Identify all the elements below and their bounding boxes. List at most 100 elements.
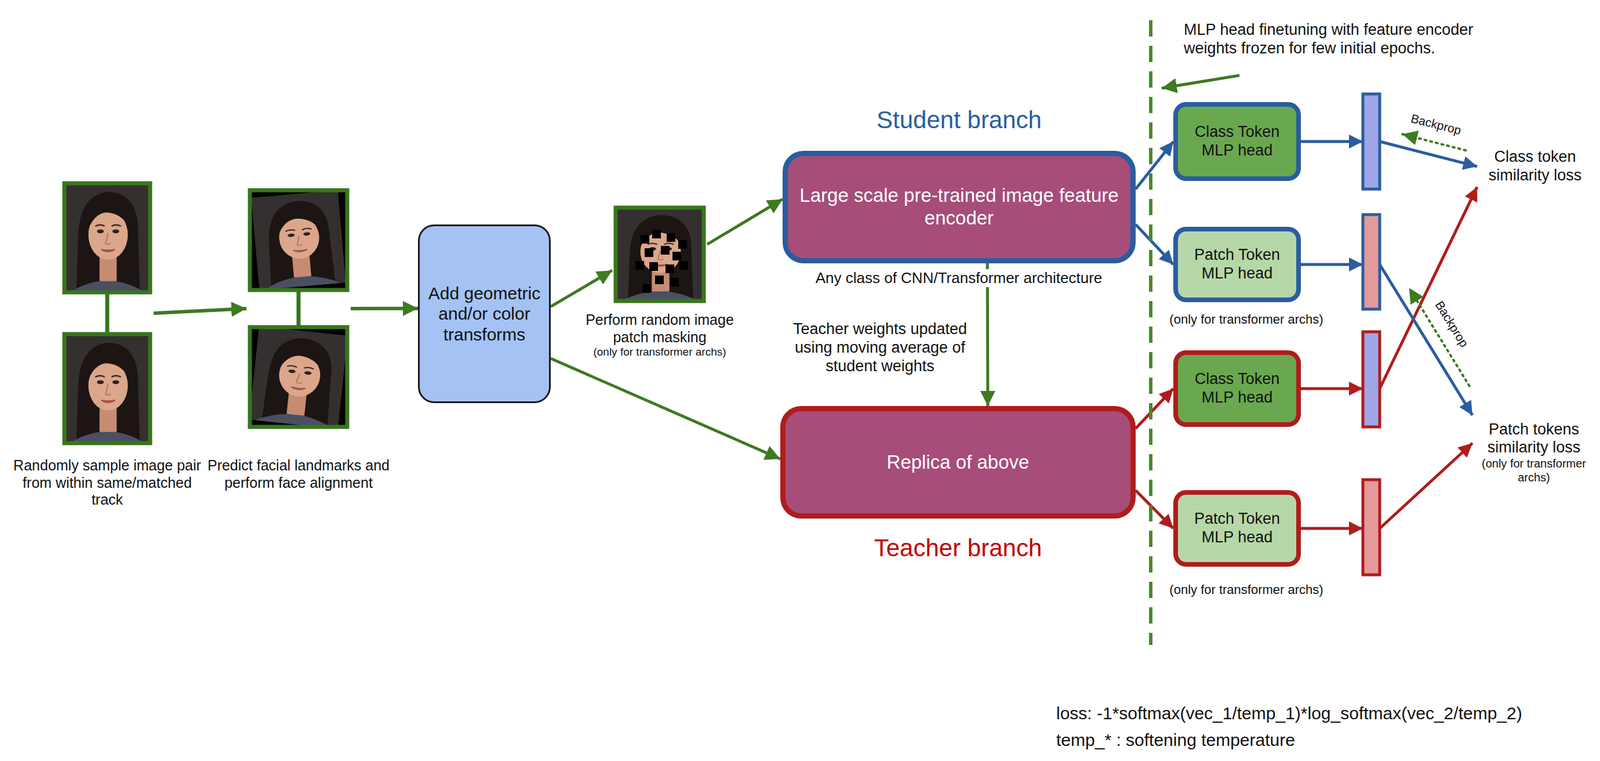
- photo-frame: [64, 333, 151, 443]
- loss-text: Patch tokens similarity loss(only for tr…: [1472, 405, 1596, 499]
- face-photo: [64, 183, 151, 293]
- connector-line: [1379, 442, 1473, 529]
- token-vector: [1362, 331, 1380, 427]
- connector-line: [350, 306, 418, 311]
- node-text: Randomly sample image pair from within s…: [11, 456, 203, 509]
- connector-line: [1379, 264, 1473, 416]
- text-stack: Large scale pre-trained image feature en…: [795, 184, 1123, 230]
- aligned-face: [249, 190, 348, 290]
- connector-line: [1300, 140, 1363, 144]
- text-stack: Class token similarity loss: [1479, 147, 1591, 185]
- connector-line: [1379, 141, 1478, 167]
- callout-arrow: [1161, 75, 1240, 89]
- text-stack: Patch Token MLP head: [1183, 245, 1291, 283]
- node-text: Patch Token MLP head: [1183, 245, 1291, 283]
- connector-line: [550, 358, 781, 459]
- caption-group: Randomly sample image pair from within s…: [11, 456, 203, 509]
- connector: [1300, 141, 1478, 167]
- backprop-label: Backprop: [1409, 111, 1463, 138]
- mask-patches: [635, 229, 689, 293]
- connector-line: [1300, 526, 1363, 530]
- connector: [1135, 141, 1174, 189]
- encoder-box: Large scale pre-trained image feature en…: [782, 150, 1136, 264]
- connector-line: [1135, 388, 1174, 429]
- token-vector: [1362, 479, 1380, 575]
- text-stack: Patch Token MLP head: [1183, 509, 1291, 547]
- connector: [707, 198, 783, 245]
- node-text: Perform random image patch masking: [575, 311, 744, 346]
- pair-link: [105, 292, 110, 334]
- mlp-head: Class Token MLP head: [1173, 102, 1301, 181]
- caption-group: Predict facial landmarks and perform fac…: [205, 456, 392, 492]
- connector-line: [153, 308, 247, 314]
- connector: [1135, 490, 1174, 529]
- text-stack: Replica of above: [793, 451, 1123, 474]
- connector-line: [550, 270, 613, 307]
- face-photo-pair: [64, 183, 151, 443]
- node-text: Patch Token MLP head: [1183, 509, 1291, 547]
- formula-note: temp_* : softening temperature: [1056, 729, 1296, 750]
- connector: [1135, 224, 1174, 265]
- node-text: Class Token MLP head: [1183, 122, 1291, 160]
- connector-line: [1135, 141, 1174, 189]
- face-photo: [615, 207, 704, 301]
- photo-pair: Predict facial landmarks and perform fac…: [246, 186, 351, 431]
- node-text: (only for transformer archs): [575, 345, 744, 359]
- edge-label: Teacher weights updated using moving ave…: [782, 320, 978, 376]
- connector-line: [1135, 490, 1174, 529]
- annotation: MLP head finetuning with feature encoder…: [1183, 20, 1500, 58]
- token-vector: [1362, 93, 1380, 189]
- connector-line: [707, 198, 783, 245]
- branch-title: Teacher branch: [785, 533, 1131, 562]
- formula: loss: -1*softmax(vec_1/temp_1)*log_softm…: [1056, 702, 1523, 723]
- node-text: (only for transformer archs): [1474, 456, 1594, 485]
- branch-title: Student branch: [787, 106, 1131, 134]
- node-text: Patch tokens similarity loss: [1474, 420, 1594, 458]
- note-label: (only for transformer archs): [1169, 582, 1323, 598]
- photo-ground: [249, 190, 348, 290]
- photo-frame: [249, 190, 348, 290]
- connector-line: [1135, 224, 1174, 265]
- note-label: (only for transformer archs): [1169, 311, 1323, 327]
- node-text: Add geometric and/or color transforms: [427, 282, 541, 345]
- connector: [1300, 264, 1473, 416]
- text-stack: Class Token MLP head: [1183, 369, 1291, 407]
- caption-group: Perform random image patch masking(only …: [575, 311, 744, 359]
- node-text: Large scale pre-trained image feature en…: [795, 184, 1123, 230]
- masked-image: Perform random image patch masking(only …: [612, 204, 708, 305]
- process-box: Add geometric and/or color transforms: [417, 224, 551, 403]
- connector: [1135, 388, 1174, 429]
- text-stack: Add geometric and/or color transforms: [427, 282, 541, 345]
- photo-pair: Randomly sample image pair from within s…: [60, 179, 154, 447]
- text-stack: Class Token MLP head: [1183, 122, 1291, 160]
- connector-line: [1300, 263, 1363, 267]
- connector: [1300, 442, 1473, 529]
- connector: [550, 358, 781, 459]
- node-text: Predict facial landmarks and perform fac…: [205, 456, 392, 492]
- mlp-head: Class Token MLP head: [1173, 350, 1301, 427]
- photo-frame: [249, 326, 348, 427]
- aligned-face: [249, 326, 348, 427]
- loss-text: Class token similarity loss: [1477, 142, 1594, 191]
- pair-link: [296, 289, 301, 327]
- face-photo: [64, 333, 151, 443]
- token-vector: [1362, 214, 1380, 309]
- connector: [350, 307, 418, 309]
- mlp-head: Patch Token MLP head: [1173, 489, 1301, 567]
- face-photo: [249, 326, 348, 427]
- encoder-box: Replica of aboveTeacher branch: [780, 405, 1136, 519]
- masked-face: [615, 207, 704, 301]
- backprop-label: Backprop: [1431, 297, 1472, 350]
- note-label: Any class of CNN/Transformer architectur…: [813, 268, 1105, 287]
- mlp-head: Patch Token MLP head: [1173, 226, 1301, 303]
- connector-line: [1300, 387, 1363, 391]
- connector: [550, 270, 613, 307]
- node-text: Class Token MLP head: [1183, 369, 1291, 407]
- connector: [153, 308, 247, 314]
- photo-frame: [64, 183, 151, 293]
- photo-frame: [615, 207, 704, 301]
- text-stack: Patch tokens similarity loss(only for tr…: [1474, 420, 1594, 485]
